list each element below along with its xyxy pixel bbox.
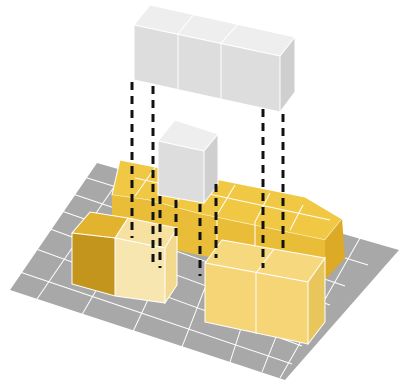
top-gray-side — [279, 35, 296, 114]
dark-corner-block — [71, 211, 129, 297]
center-gray-front — [157, 140, 205, 204]
cream-block-side — [164, 226, 178, 305]
front-right-divider-top — [255, 248, 275, 274]
cream-block — [114, 217, 178, 305]
top-gray-block — [133, 4, 296, 114]
front-right-side — [307, 256, 326, 346]
front-right-blocks — [204, 239, 326, 346]
top-gray-top-divider-2 — [220, 23, 239, 44]
dashed-connectors — [130, 82, 285, 276]
top-gray-top-divider-1 — [177, 13, 195, 35]
center-gray-block — [157, 119, 219, 205]
back-row-side — [325, 219, 345, 280]
cream-block-front — [114, 237, 166, 304]
